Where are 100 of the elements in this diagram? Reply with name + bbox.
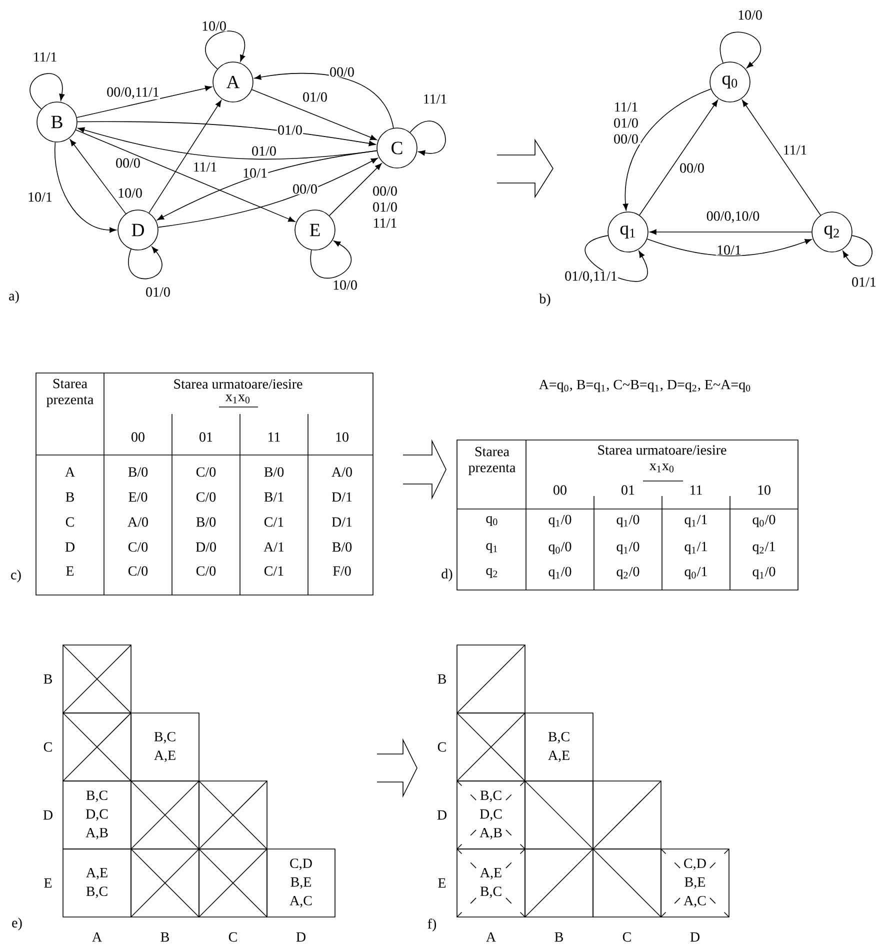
crossed-out-cell: C,D B,E A,C [660,848,730,918]
row-header: E [66,566,74,576]
table-cell: D/1 [332,492,352,502]
table-cell: C/1 [264,517,284,527]
table-cell: B/0 [332,542,352,552]
arrow [646,238,812,256]
edge-label: 10/1 [716,244,742,256]
row-header: B [66,492,74,502]
table-cell: C/0 [196,492,216,502]
table-cell: A,E B,C [62,848,132,918]
edge-label: 11/1 [782,144,808,156]
arrow [252,89,377,140]
table-cell: B/0 [196,517,216,527]
column-label: D [296,932,306,942]
table-cell: q$_{1}$/0 [616,542,640,554]
edge-label: 01/0 [144,286,172,298]
row-header: q$_{1}$ [486,543,498,553]
column-header: 10 [336,432,348,442]
arrow [650,229,812,235]
column-label: B [554,932,563,942]
row-label: E [438,878,446,888]
row-header: Starea prezenta [46,378,94,408]
row-label: D [437,810,446,820]
edge-label: 01/1 [850,276,878,288]
edge-label: 00/0,10/0 [706,210,760,224]
table-cell: B,C A,E [130,712,200,782]
table-cell: C/0 [196,566,216,576]
edge-label: 10/1 [242,168,268,178]
edge-label: 00/0 01/0 11/1 [370,186,400,228]
column-header: 00 [132,432,144,442]
row-label: D [43,810,52,820]
column-header: 01 [200,432,212,442]
edge-label: 00/0,11/1 [106,86,160,100]
arrow [157,150,378,220]
table-cell: B,C D,C A,B [62,780,132,850]
column-label: A [486,932,496,942]
table-cell: q$_{1}$/1 [684,514,707,528]
edge-label: 11/1 [32,52,58,62]
table-cell: q$_{1}$/0 [616,514,640,528]
panel-letter: b) [539,294,550,306]
self-loop-arrow [128,246,162,280]
table-cell: q$_{1}$/1 [684,542,707,554]
edge-label: 01/0,11/1 [564,270,618,284]
column-label: D [690,932,700,942]
self-loop-arrow [720,32,761,68]
row-header: C [66,517,74,527]
self-loop-arrow [585,235,648,282]
edge-label: 10/0 [332,280,358,290]
table-cell: E/0 [128,492,148,502]
arrow [54,142,116,233]
table-cell: A/0 [332,467,352,477]
arrow [158,158,378,228]
column-header: x$_{1}$x$_{0}$ [650,464,674,472]
table-cell: C,D B,E A,C [266,848,336,918]
edge-label: 10/0 [200,20,228,32]
panel-letter: a) [9,290,19,304]
table-cell: B/0 [128,467,148,477]
arrow [148,100,222,214]
edge-label: 01/0 [276,124,304,136]
edge-label: 00/0 [292,184,318,194]
table-cell: q$_{2}$/1 [752,542,775,554]
row-header: q$_{2}$ [486,568,498,578]
table-cell: B/0 [264,467,284,477]
crossed-out-cell: A,E B,C [456,848,526,918]
row-label: C [438,742,446,752]
edge-label: 11/1 01/0 00/0 [611,102,641,144]
column-label: B [160,932,169,942]
edge-label: 10/0 [736,10,764,20]
table-cell: q$_{0}$/1 [684,566,707,580]
self-loop-arrow [30,73,65,110]
row-label: B [44,674,52,684]
arrow [254,72,394,128]
row-label: B [438,674,446,684]
table-cell: F/0 [333,566,351,576]
table-cell: q$_{1}$/0 [548,514,572,528]
table-cell: q$_{1}$/0 [752,566,776,580]
edge-label: 00/0 [678,162,706,174]
column-header: Starea urmatoare/iesire [598,445,726,455]
self-loop-arrow [310,240,352,278]
table-cell: q$_{0}$/0 [548,542,572,554]
panel-letter: e) [12,918,22,930]
column-header: x$_{1}$x$_{0}$ [226,394,250,404]
column-label: A [92,932,102,942]
arrow [76,86,212,118]
panel-letter: f) [428,918,436,932]
column-label: C [622,932,631,942]
table-cell: q$_{2}$/0 [616,566,640,580]
edge-label: 11/1 [422,94,448,104]
edge-label: 00/0 [328,66,356,78]
table-cell: A/1 [264,542,284,552]
column-header: 00 [554,485,566,495]
edge-label: 01/0 [250,146,278,156]
table-cell: q$_{1}$/0 [548,566,572,580]
column-header: Starea urmatoare/iesire [174,379,302,389]
table-cell: A/0 [128,517,148,527]
row-header: q$_{0}$ [486,516,498,526]
edge-label: 11/1 [192,162,218,172]
table-cell: C/0 [128,542,148,552]
row-header: Starea prezenta [468,446,516,476]
edge-label: 10/0 [116,188,144,198]
